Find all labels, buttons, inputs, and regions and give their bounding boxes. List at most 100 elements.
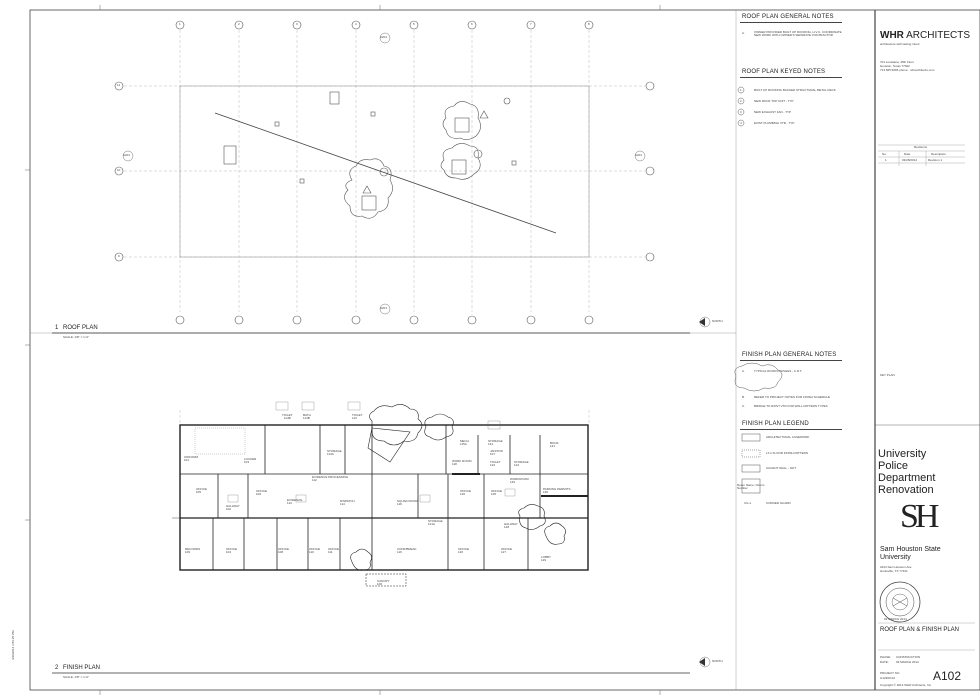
firm-city: Houston, Texas 77002 xyxy=(880,64,910,68)
notes-heading: FINISH PLAN GENERAL NOTES xyxy=(742,352,837,358)
note-tag: A. xyxy=(742,31,745,35)
section-tag: A201 xyxy=(380,35,388,39)
north-label: NORTH xyxy=(712,319,723,323)
legend-heading: FINISH PLAN LEGEND xyxy=(742,421,809,427)
notes-heading: ROOF PLAN KEYED NOTES xyxy=(742,69,826,75)
note-tag: A. xyxy=(742,369,745,373)
note-text: OWNER PROVIDED BUILT UP ROOFING, H.V.C. … xyxy=(754,30,842,37)
note-text: TYPICAL ROOM FINISHES - C.R.T. xyxy=(754,369,803,373)
revisions-header: Date xyxy=(904,152,911,156)
keyed-note-text: EXIST PLUMBING VTR - TYP xyxy=(754,121,795,125)
grid-col-label: 4 xyxy=(355,22,357,26)
north-label: NORTH xyxy=(712,659,723,663)
revision-no: 1 xyxy=(885,158,887,162)
grid-col-label: 3 xyxy=(296,22,298,26)
section-tag: A201 xyxy=(123,153,131,157)
keyed-note-tag: 2 xyxy=(740,99,742,103)
grid-col-label: 5 xyxy=(413,22,415,26)
grid-row-label: 9 xyxy=(118,254,120,258)
section-tag: A201 xyxy=(380,306,388,310)
firm-tagline: architecture with lasting intent xyxy=(880,42,920,46)
firm-logo: WHR ARCHITECTS xyxy=(880,30,971,41)
key-plan-label: KEY PLAN xyxy=(880,373,895,377)
grid-bubbles xyxy=(114,20,655,325)
legend-item: ARCHITECTURAL CASEWORK xyxy=(766,435,810,439)
view-title: FINISH PLAN xyxy=(63,665,101,671)
legend-tag: CG-1 xyxy=(744,501,752,505)
keyed-note-text: NEW EXHAUST FAN - TYP xyxy=(754,110,792,114)
roof-features xyxy=(214,91,557,234)
floor-plan xyxy=(172,404,589,587)
view-title: ROOF PLAN xyxy=(63,325,98,331)
note-tag: C. xyxy=(742,404,745,408)
view-scale: SCALE: 1/8" = 1'-0" xyxy=(63,675,90,679)
revisions-title: Revisions xyxy=(914,145,928,149)
plot-stamp: 3/30/2014 3:56:25 PM xyxy=(11,630,15,660)
firm-contact: 713.665.5665 phone · whrarchitects.com xyxy=(880,68,935,72)
owner-city: Huntsville, TX 77341 xyxy=(880,569,908,573)
phase-value: CONSTRUCTION xyxy=(896,655,921,659)
notes-heading: ROOF PLAN GENERAL NOTES xyxy=(742,14,834,20)
sheet-number: A102 xyxy=(933,669,962,683)
grid-row-label: 10 xyxy=(117,168,121,172)
grid-col-label: 1 xyxy=(179,22,181,26)
owner-name-line2: University xyxy=(880,554,911,561)
legend-item: LT-1 FLOOR FINISH PATTERN xyxy=(766,451,809,455)
project-title: University Police Department Renovation xyxy=(878,448,936,496)
grid-col-label: 2 xyxy=(238,22,240,26)
date-label: DATE: xyxy=(880,660,889,664)
keyed-note-tag: 3 xyxy=(740,110,742,114)
note-text: REFER TO PROJECT NOTES FOR FINISH SCHEDU… xyxy=(754,395,831,399)
legend-item: CORNER GUARD xyxy=(766,501,791,505)
finish-grid xyxy=(179,410,590,425)
revision-description: Revision 1 xyxy=(928,158,943,162)
keyed-note-tag: 1 xyxy=(740,88,742,92)
university-seal xyxy=(879,581,921,623)
keyed-note-tag: 4 xyxy=(740,121,742,125)
project-label: PROJECT NO. xyxy=(880,671,901,675)
grid-col-label: 8 xyxy=(588,22,590,26)
revisions-header: No. xyxy=(882,152,887,156)
legend-item: ACCENT WALL - NOT xyxy=(766,466,797,470)
revisions-header: Description xyxy=(931,152,947,156)
roof-outline xyxy=(179,85,590,258)
firm-address: 701 Louisiana, 45th Floor xyxy=(880,60,914,64)
sheet-title: ROOF PLAN & FINISH PLAN xyxy=(880,627,960,633)
section-tag: A201 xyxy=(635,153,643,157)
north-arrows xyxy=(699,318,705,666)
owner-address: 2424 Sam Houston Ave xyxy=(880,565,912,569)
date-value: 03 MARCH 2014 xyxy=(896,660,919,664)
keyed-note-text: NEW ROOF TOP UNIT - TYP xyxy=(754,99,794,103)
